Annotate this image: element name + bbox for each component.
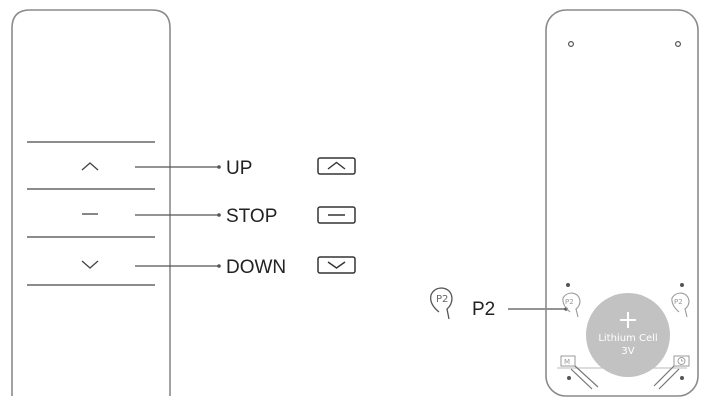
up-symbol-icon — [317, 157, 356, 175]
p2-button-left-icon[interactable]: P2 — [562, 292, 581, 318]
indicator-dot — [566, 283, 570, 287]
p2-pin-icon: P2 — [430, 287, 453, 320]
p2-button-right-icon[interactable]: P2 — [671, 292, 690, 318]
remote-back: P2 P2 Lithium Cell 3V M — [545, 9, 699, 397]
down-symbol-icon — [317, 256, 356, 274]
battery-label-line2: 3V — [621, 346, 634, 357]
indicator-dot — [680, 376, 684, 380]
battery-label-line1: Lithium Cell — [598, 333, 657, 344]
remote-front: UP STOP DOWN — [11, 9, 356, 396]
battery: Lithium Cell 3V — [586, 293, 670, 377]
svg-text:P2: P2 — [565, 298, 574, 306]
stop-leader-dot — [217, 213, 221, 217]
clock-icon[interactable] — [653, 355, 690, 390]
chevron-up-icon[interactable] — [81, 162, 99, 171]
stop-symbol-icon — [317, 206, 356, 224]
p2-pin-text: P2 — [436, 294, 448, 305]
p2-callout: P2 P2 — [430, 287, 568, 320]
svg-text:P2: P2 — [674, 298, 683, 306]
battery-cell — [586, 293, 670, 377]
down-label: DOWN — [226, 257, 286, 278]
indicator-dot — [567, 376, 571, 380]
indicator-dot — [680, 283, 684, 287]
remote-back-body — [545, 9, 699, 397]
screw-hole — [567, 40, 574, 47]
up-leader-dot — [217, 165, 221, 169]
down-leader-dot — [217, 264, 221, 268]
screw-hole — [674, 40, 681, 47]
plus-icon — [620, 312, 636, 328]
p2-label: P2 — [472, 299, 495, 320]
remote-front-body — [11, 9, 171, 396]
chevron-down-icon[interactable] — [81, 260, 99, 269]
up-label: UP — [226, 158, 252, 179]
m-button-icon[interactable]: M — [560, 355, 599, 390]
stop-label: STOP — [226, 206, 277, 227]
svg-text:M: M — [564, 358, 570, 366]
